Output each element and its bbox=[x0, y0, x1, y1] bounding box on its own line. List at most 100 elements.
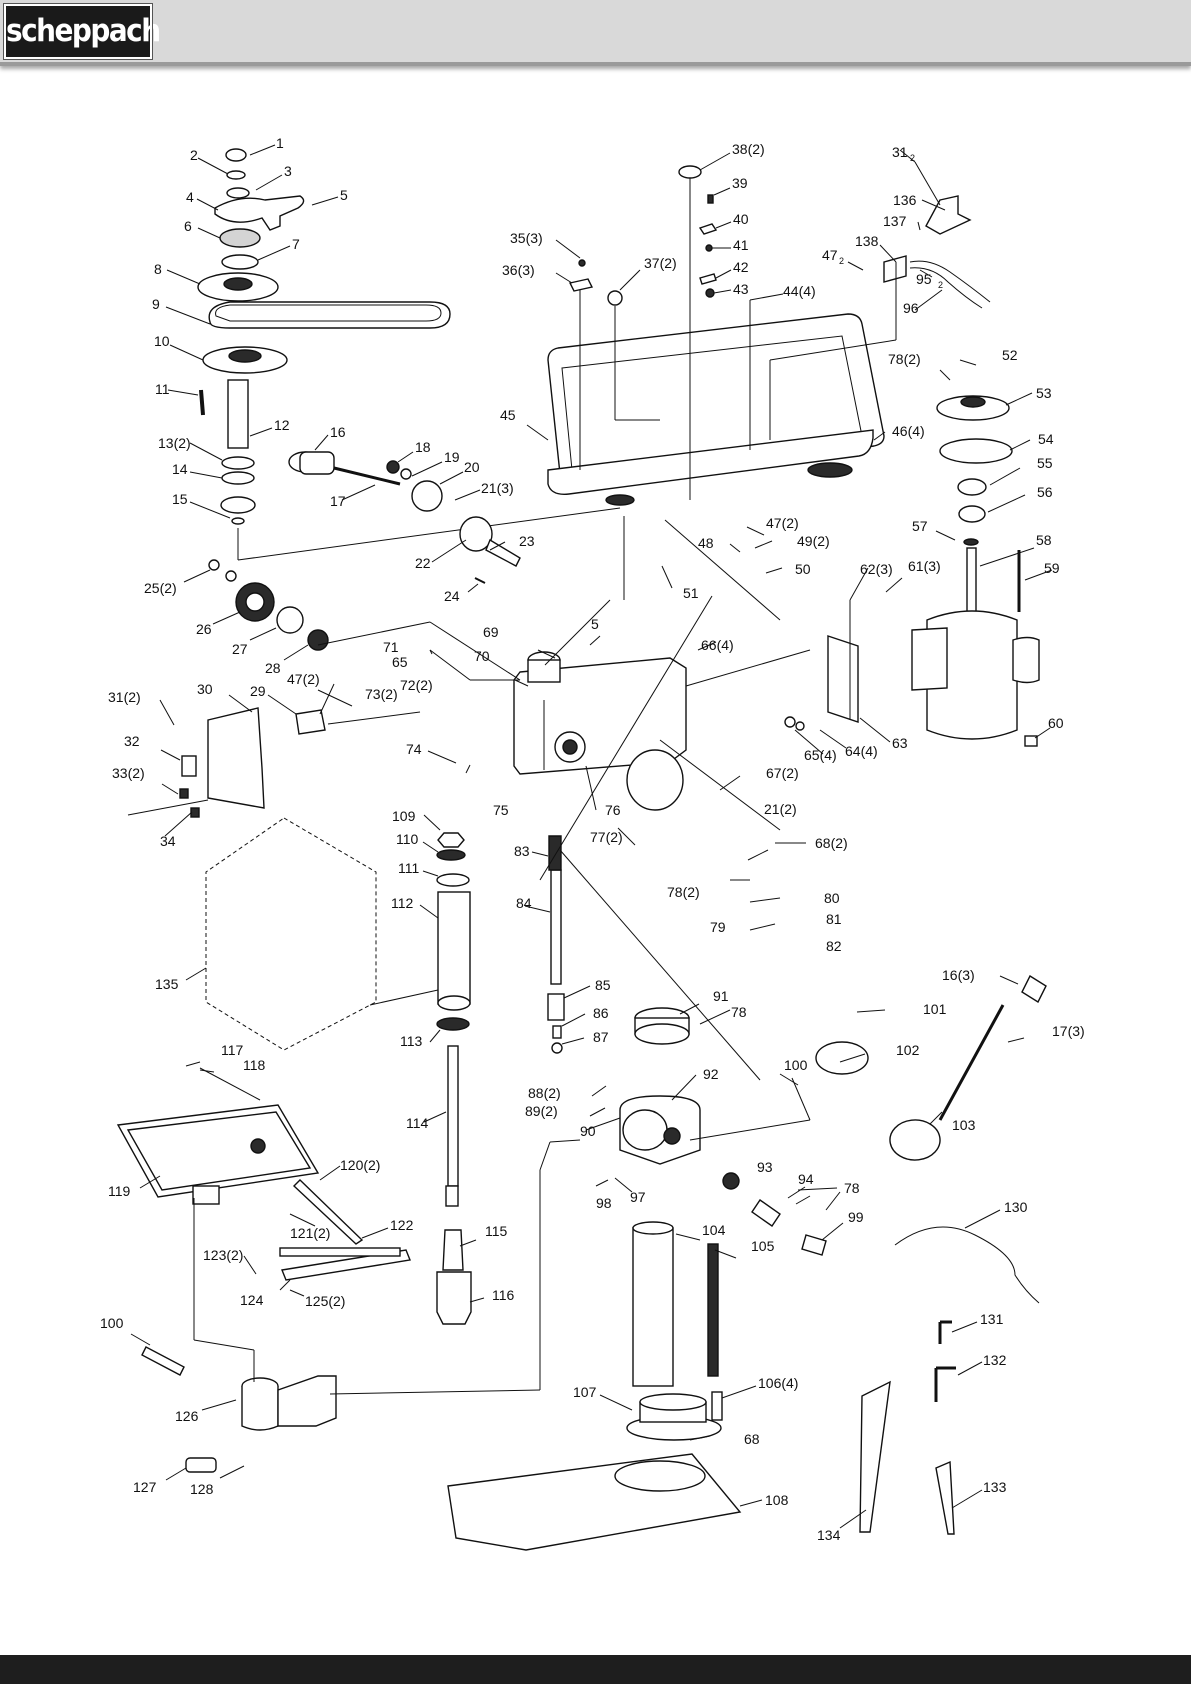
part-label: 15 bbox=[172, 491, 188, 507]
part-label: 29 bbox=[250, 683, 266, 699]
part-label: 66(4) bbox=[701, 637, 734, 653]
part-label: 45 bbox=[500, 407, 516, 423]
part-label: 109 bbox=[392, 808, 416, 824]
part-label: 61(3) bbox=[908, 558, 941, 574]
part-label: 71 bbox=[383, 639, 399, 655]
part-label: 105 bbox=[751, 1238, 775, 1254]
part-label: 82 bbox=[826, 938, 842, 954]
part-label: 68(2) bbox=[815, 835, 848, 851]
part-label-subscript: 2 bbox=[938, 280, 943, 290]
footer-bar bbox=[0, 1655, 1191, 1684]
part-label: 13(2) bbox=[158, 435, 191, 451]
part-label: 11 bbox=[155, 381, 170, 397]
part-label: 106(4) bbox=[758, 1375, 798, 1391]
part-label: 133 bbox=[983, 1479, 1007, 1495]
part-label: 43 bbox=[733, 281, 749, 297]
part-label: 88(2) bbox=[528, 1085, 561, 1101]
part-label: 38(2) bbox=[732, 141, 765, 157]
part-label: 68 bbox=[744, 1431, 760, 1447]
part-label: 107 bbox=[573, 1384, 597, 1400]
part-label: 7 bbox=[292, 236, 300, 252]
part-label: 73(2) bbox=[365, 686, 398, 702]
part-label: 4 bbox=[186, 189, 194, 205]
part-label: 17 bbox=[330, 493, 346, 509]
part-label: 19 bbox=[444, 449, 460, 465]
part-label: 75 bbox=[493, 802, 509, 818]
part-label: 93 bbox=[757, 1159, 773, 1175]
part-label: 40 bbox=[733, 211, 749, 227]
part-label: 134 bbox=[817, 1527, 841, 1543]
part-label: 132 bbox=[983, 1352, 1007, 1368]
part-label: 57 bbox=[912, 518, 928, 534]
header-bar: scheppach bbox=[0, 0, 1191, 66]
part-label: 25(2) bbox=[144, 580, 177, 596]
part-label: 48 bbox=[698, 535, 714, 551]
part-label: 35(3) bbox=[510, 230, 543, 246]
part-label: 37(2) bbox=[644, 255, 677, 271]
part-label: 36(3) bbox=[502, 262, 535, 278]
part-label: 114 bbox=[406, 1115, 429, 1131]
part-label: 21(2) bbox=[764, 801, 797, 817]
part-label: 2 bbox=[190, 147, 198, 163]
part-label: 30 bbox=[197, 681, 213, 697]
part-label: 79 bbox=[710, 919, 726, 935]
part-label: 135 bbox=[155, 976, 179, 992]
part-label: 3 bbox=[284, 163, 292, 179]
part-label: 119 bbox=[108, 1183, 131, 1199]
part-label: 74 bbox=[406, 741, 422, 757]
part-label: 24 bbox=[444, 588, 460, 604]
part-label: 96 bbox=[903, 300, 919, 316]
part-label: 118 bbox=[243, 1057, 266, 1073]
part-label: 78(2) bbox=[888, 351, 921, 367]
part-label: 117 bbox=[221, 1042, 244, 1058]
part-label: 62(3) bbox=[860, 561, 893, 577]
part-label: 20 bbox=[464, 459, 480, 475]
part-label: 5 bbox=[591, 616, 599, 632]
part-label: 44(4) bbox=[783, 283, 816, 299]
part-label: 33(2) bbox=[112, 765, 145, 781]
part-label: 115 bbox=[485, 1223, 508, 1239]
part-label: 32 bbox=[124, 733, 140, 749]
part-label: 12 bbox=[274, 417, 290, 433]
part-label: 5 bbox=[340, 187, 348, 203]
part-label: 50 bbox=[795, 561, 811, 577]
part-label: 47(2) bbox=[287, 671, 320, 687]
part-label: 128 bbox=[190, 1481, 214, 1497]
part-label: 21(3) bbox=[481, 480, 514, 496]
part-label: 8 bbox=[154, 261, 162, 277]
part-label: 83 bbox=[514, 843, 530, 859]
part-label: 87 bbox=[593, 1029, 609, 1045]
part-label: 113 bbox=[400, 1033, 423, 1049]
part-label: 70 bbox=[474, 648, 490, 664]
part-label: 10 bbox=[154, 333, 170, 349]
part-label: 6 bbox=[184, 218, 192, 234]
part-label: 77(2) bbox=[590, 829, 623, 845]
part-label: 138 bbox=[855, 233, 879, 249]
part-label: 54 bbox=[1038, 431, 1054, 447]
part-label: 14 bbox=[172, 461, 188, 477]
part-label: 97 bbox=[630, 1189, 646, 1205]
part-label: 110 bbox=[396, 831, 419, 847]
part-label: 28 bbox=[265, 660, 281, 676]
part-label: 78 bbox=[731, 1004, 747, 1020]
part-label: 85 bbox=[595, 977, 611, 993]
part-label: 31 bbox=[892, 144, 908, 160]
part-label: 124 bbox=[240, 1292, 264, 1308]
part-label: 91 bbox=[713, 988, 729, 1004]
part-label: 17(3) bbox=[1052, 1023, 1085, 1039]
part-label: 23 bbox=[519, 533, 535, 549]
part-label: 126 bbox=[175, 1408, 199, 1424]
part-label: 1 bbox=[276, 135, 284, 151]
part-label: 99 bbox=[848, 1209, 864, 1225]
part-label: 111 bbox=[398, 860, 419, 876]
part-label: 69 bbox=[483, 624, 499, 640]
part-label: 137 bbox=[883, 213, 907, 229]
part-label: 89(2) bbox=[525, 1103, 558, 1119]
part-label: 64(4) bbox=[845, 743, 878, 759]
part-label: 65(4) bbox=[804, 747, 837, 763]
part-label: 125(2) bbox=[305, 1293, 345, 1309]
part-label: 84 bbox=[516, 895, 532, 911]
part-label: 27 bbox=[232, 641, 248, 657]
part-label: 67(2) bbox=[766, 765, 799, 781]
part-label: 42 bbox=[733, 259, 749, 275]
